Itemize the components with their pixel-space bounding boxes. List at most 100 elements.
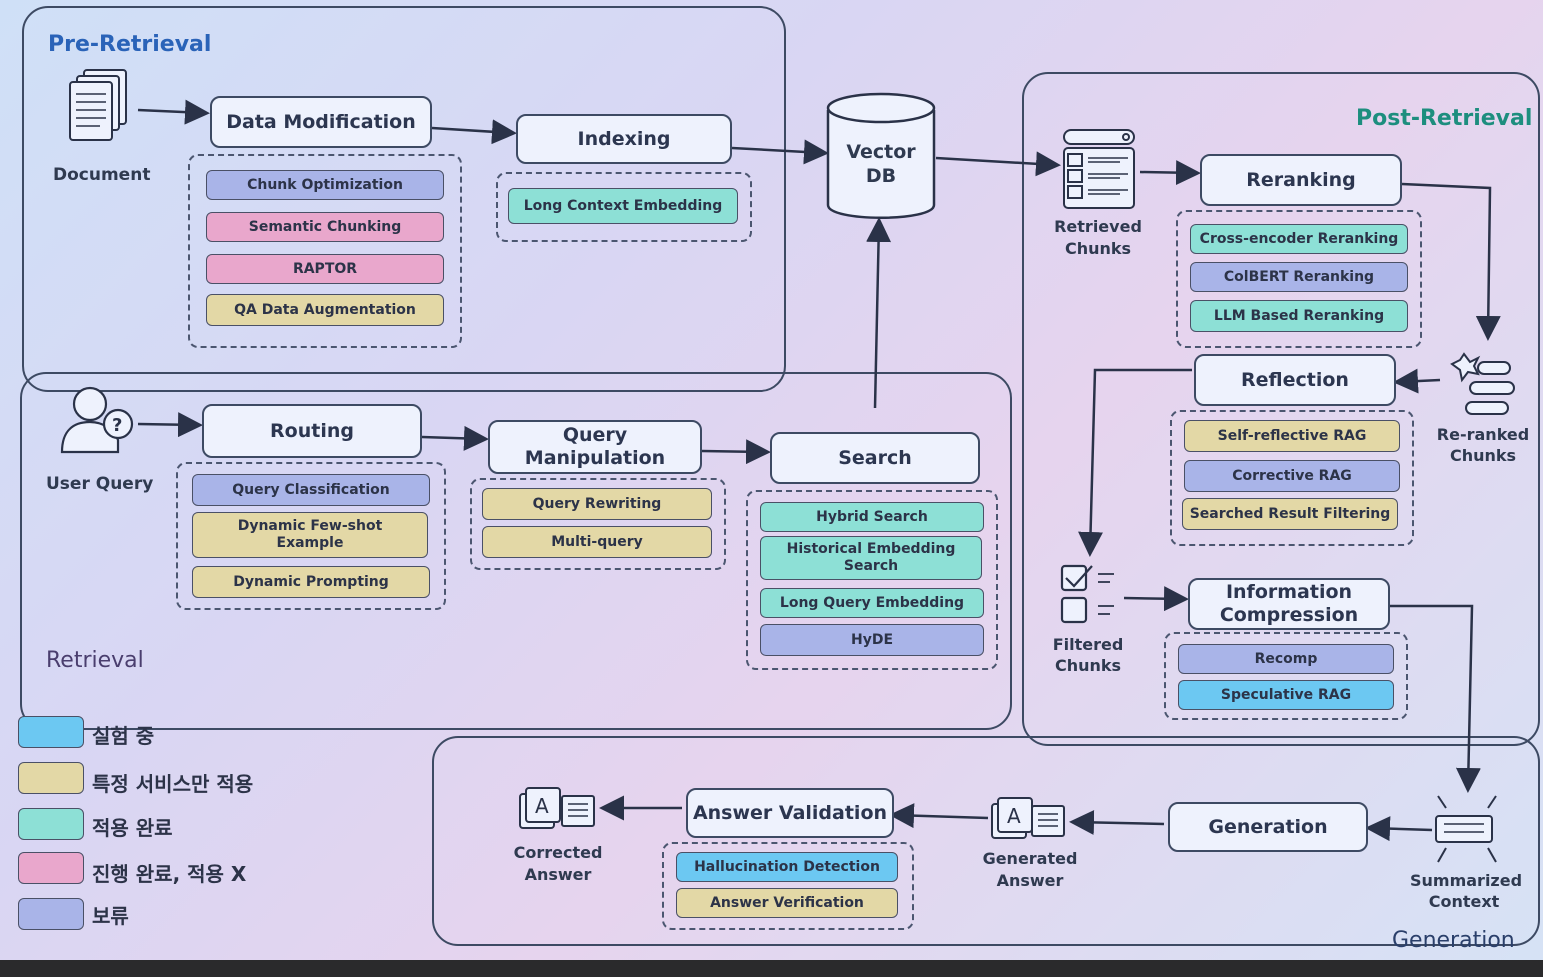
tag-self-reflective-rag: Self-reflective RAG	[1184, 420, 1400, 452]
query-manipulation-box: Query Manipulation	[488, 420, 702, 474]
user-query-label: User Query	[46, 474, 154, 494]
tag-speculative-rag: Speculative RAG	[1178, 680, 1394, 710]
list-window-icon	[1063, 129, 1135, 209]
retrieved-chunks-label: Retrieved Chunks	[1052, 216, 1144, 260]
retrieved-chunks-line2: Chunks	[1064, 239, 1132, 258]
arrow-generation-to-generated	[1069, 809, 1165, 835]
legend-swatch-done-not-applied	[18, 852, 84, 884]
ranked-list-icon	[1450, 352, 1515, 415]
generation-panel	[432, 736, 1540, 946]
reranked-chunks-line2: Chunks	[1449, 446, 1517, 465]
filtered-chunks-line1: Filtered	[1052, 635, 1124, 654]
tag-raptor: RAPTOR	[206, 254, 444, 284]
context-card-icon	[1435, 795, 1497, 863]
arrow-reranking-to-reranked	[1401, 182, 1501, 341]
tag-query-classification: Query Classification	[192, 474, 430, 506]
tag-long-query-embedding: Long Query Embedding	[760, 588, 984, 618]
indexing-group	[496, 172, 752, 242]
corrected-answer-line2: Answer	[524, 865, 592, 884]
svg-text:?: ?	[112, 415, 122, 436]
indexing-box: Indexing	[516, 114, 732, 164]
query-manipulation-line2: Manipulation	[524, 447, 666, 469]
tag-searched-result-filtering: Searched Result Filtering	[1182, 498, 1398, 530]
arrow-document-to-datamod	[137, 99, 210, 125]
filtered-chunks-line2: Chunks	[1054, 656, 1122, 675]
tag-long-context-embedding: Long Context Embedding	[508, 188, 738, 224]
svg-text:A: A	[535, 794, 549, 818]
tag-llm-based-reranking: LLM Based Reranking	[1190, 300, 1408, 332]
arrow-reranked-to-reflection	[1393, 368, 1441, 394]
tag-dynamic-few-shot-example: Dynamic Few-shot Example	[192, 512, 428, 558]
tag-chunk-optimization: Chunk Optimization	[206, 170, 444, 200]
user-question-icon: ?	[60, 386, 134, 454]
tag-multi-query: Multi-query	[482, 526, 712, 558]
generated-answer-line1: Generated	[982, 849, 1078, 868]
arrow-summarized-to-generation	[1365, 816, 1433, 842]
tag-query-rewriting: Query Rewriting	[482, 488, 712, 520]
tag-dynamic-prompting: Dynamic Prompting	[192, 566, 430, 598]
tag-hybrid-search: Hybrid Search	[760, 502, 984, 532]
arrow-indexing-to-vectordb	[731, 139, 829, 165]
legend-label-experimenting: 실험 중	[92, 724, 155, 748]
retrieved-chunks-line1: Retrieved	[1054, 217, 1142, 236]
document-stack-icon	[69, 69, 127, 141]
reflection-box: Reflection	[1194, 354, 1396, 406]
corrected-answer-icon: A	[519, 787, 595, 829]
arrow-retrieved-to-reranking	[1139, 160, 1201, 186]
information-compression-box: Information Compression	[1188, 578, 1390, 630]
arrow-datamod-to-indexing	[431, 119, 517, 145]
legend-label-on-hold: 보류	[92, 904, 129, 928]
info-compression-line1: Information	[1225, 581, 1353, 603]
tag-answer-verification: Answer Verification	[676, 888, 898, 918]
generated-answer-line2: Answer	[996, 871, 1064, 890]
summarized-context-label: Summarized Context	[1410, 870, 1523, 912]
retrieval-title: Retrieval	[46, 648, 144, 673]
generated-answer-label: Generated Answer	[982, 848, 1078, 892]
arrow-querymanip-to-search	[701, 439, 771, 465]
data-modification-box: Data Modification	[210, 96, 432, 148]
reranking-box: Reranking	[1200, 154, 1402, 206]
reranked-chunks-line1: Re-ranked	[1436, 425, 1530, 444]
legend-swatch-applied	[18, 808, 84, 840]
legend-swatch-on-hold	[18, 898, 84, 930]
corrected-answer-label: Corrected Answer	[510, 842, 606, 886]
legend-swatch-experimenting	[18, 716, 84, 748]
corrected-answer-line1: Corrected	[513, 843, 603, 862]
query-manipulation-line1: Query	[562, 424, 628, 446]
reranking-group	[1176, 210, 1422, 348]
pre-retrieval-title: Pre-Retrieval	[48, 32, 212, 57]
document-label: Document	[53, 165, 151, 185]
tag-qa-data-augmentation: QA Data Augmentation	[206, 294, 444, 326]
arrow-routing-to-querymanip	[421, 425, 489, 451]
routing-box: Routing	[202, 404, 422, 458]
answer-validation-box: Answer Validation	[686, 788, 894, 838]
database-cylinder-icon	[826, 92, 936, 219]
search-box: Search	[770, 432, 980, 484]
summarized-context-line1: Summarized	[1410, 871, 1523, 890]
legend-label-applied: 적용 완료	[92, 816, 173, 840]
legend-swatch-specific-service	[18, 762, 84, 794]
answer-validation-group	[662, 842, 914, 930]
arrow-reflection-to-filtered	[1078, 368, 1192, 557]
info-compression-line2: Compression	[1219, 604, 1359, 626]
vector-db-label-line2: DB	[865, 165, 897, 187]
arrow-generated-to-validation	[889, 803, 989, 829]
tag-semantic-chunking: Semantic Chunking	[206, 212, 444, 242]
search-group	[746, 490, 998, 670]
pre-retrieval-panel	[22, 6, 786, 392]
tag-hyde: HyDE	[760, 624, 984, 656]
data-modification-group	[188, 154, 462, 348]
generated-answer-icon: A	[991, 797, 1065, 839]
post-retrieval-panel	[1022, 72, 1540, 746]
reflection-group	[1170, 410, 1414, 546]
filtered-chunks-label: Filtered Chunks	[1046, 634, 1130, 676]
routing-group	[176, 462, 446, 610]
query-manipulation-group	[470, 478, 726, 570]
vector-db-label-line1: Vector	[846, 141, 916, 163]
tag-historical-embedding-search: Historical Embedding Search	[760, 536, 982, 580]
tag-cross-encoder-reranking: Cross-encoder Reranking	[1190, 224, 1408, 254]
retrieval-panel	[20, 372, 1012, 730]
info-compression-group	[1164, 632, 1408, 720]
